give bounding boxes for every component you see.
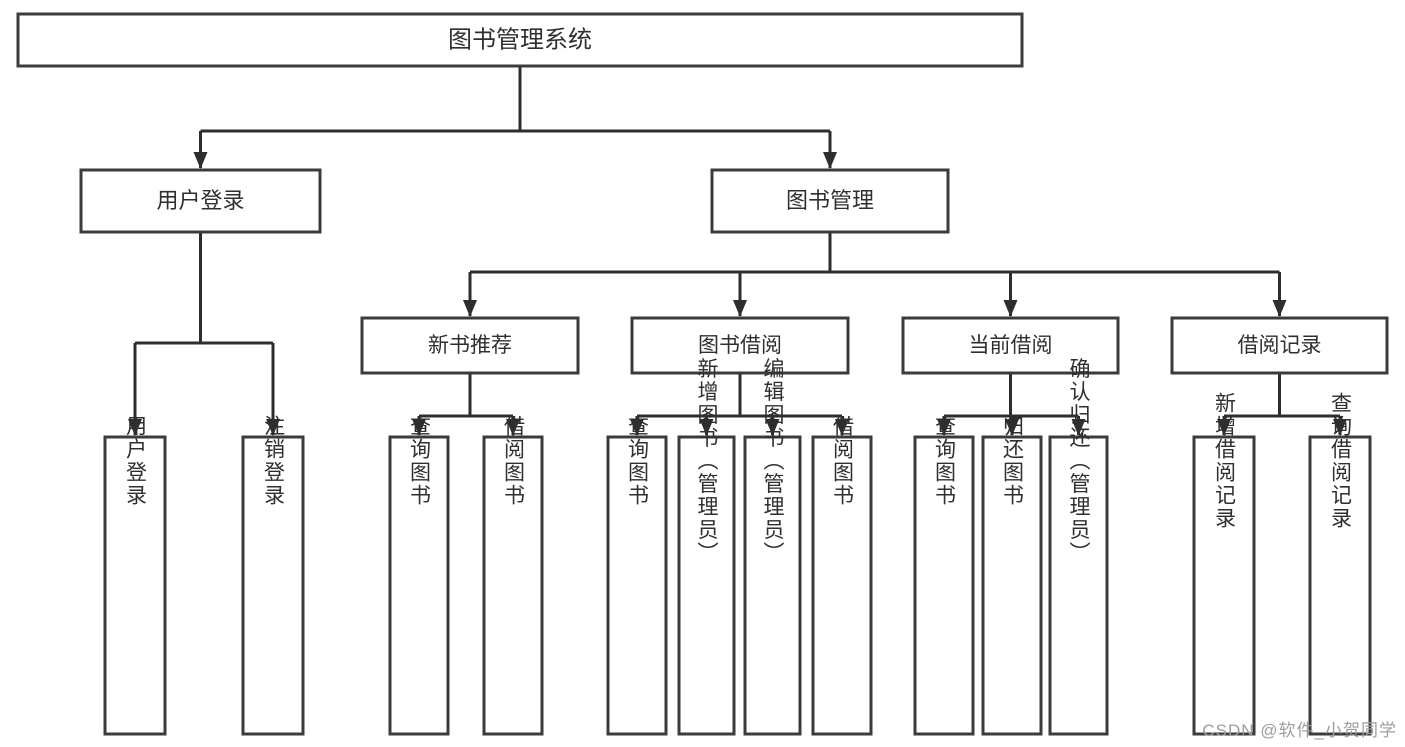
- node-leaf-borrow-book-2[interactable]: 借阅图书: [811, 415, 873, 736]
- node-label: 注销登录: [262, 415, 286, 507]
- node-label: 查询图书: [933, 415, 957, 507]
- node-box: [482, 435, 544, 736]
- node-box: [743, 435, 802, 736]
- node-box: [710, 168, 950, 234]
- node-label: 新书推荐: [428, 334, 512, 357]
- arrow-head-icon: [630, 419, 644, 436]
- arrow-head-icon: [1003, 300, 1018, 317]
- node-root[interactable]: 图书管理系统: [16, 12, 1024, 68]
- node-label: 图书借阅: [698, 334, 782, 357]
- arrow-head-icon: [765, 419, 780, 436]
- node-box: [811, 435, 873, 736]
- node-label: 编辑图书（管理员）: [761, 358, 785, 565]
- node-user-login[interactable]: 用户登录: [79, 168, 322, 234]
- node-book-borrow[interactable]: 图书借阅: [630, 316, 850, 375]
- node-box: [241, 435, 305, 736]
- node-box: [1170, 316, 1389, 375]
- node-box: [103, 435, 167, 736]
- node-leaf-query-book-3[interactable]: 查询图书: [913, 415, 975, 736]
- node-book-manage[interactable]: 图书管理: [710, 168, 950, 234]
- node-box: [677, 435, 736, 736]
- node-box: [913, 435, 975, 736]
- arrow-head-icon: [699, 419, 714, 436]
- node-label: 借阅记录: [1238, 334, 1322, 357]
- node-box: [901, 316, 1120, 375]
- csdn-watermark: CSDN @软件_小贺同学: [1202, 721, 1397, 740]
- node-borrow-record[interactable]: 借阅记录: [1170, 316, 1389, 375]
- arrow-head-icon: [1272, 300, 1287, 317]
- arrow-head-icon: [937, 419, 951, 436]
- arrow-head-icon: [463, 300, 477, 317]
- node-box: [360, 316, 580, 375]
- node-label: 查询图书: [626, 415, 650, 507]
- node-new-book-recommend[interactable]: 新书推荐: [360, 316, 580, 375]
- arrow-head-icon: [1333, 419, 1347, 436]
- node-box: [606, 435, 668, 736]
- node-label: 归还图书: [1001, 415, 1025, 507]
- arrow-head-icon: [412, 419, 426, 436]
- node-box: [388, 435, 450, 736]
- nodes-layer: 图书管理系统用户登录图书管理新书推荐图书借阅当前借阅借阅记录用户登录注销登录查询…: [16, 12, 1389, 736]
- node-label: 图书管理系统: [448, 26, 592, 53]
- arrow-head-icon: [1071, 419, 1086, 436]
- node-label: 确认归还（管理员）: [1067, 358, 1091, 565]
- node-label: 用户登录: [156, 188, 244, 213]
- node-leaf-user-login[interactable]: 用户登录: [103, 415, 167, 736]
- arrow-head-icon: [193, 152, 208, 169]
- arrow-head-icon: [1217, 419, 1231, 436]
- node-current-borrow[interactable]: 当前借阅: [901, 316, 1120, 375]
- node-leaf-edit-book[interactable]: 编辑图书（管理员）: [743, 358, 802, 736]
- node-leaf-return-book[interactable]: 归还图书: [981, 415, 1043, 736]
- node-box: [1308, 435, 1372, 736]
- arrow-head-icon: [835, 419, 849, 436]
- node-leaf-user-logout[interactable]: 注销登录: [241, 415, 305, 736]
- arrow-head-icon: [1005, 419, 1019, 436]
- node-label: 查询图书: [408, 415, 432, 507]
- node-label: 新增图书（管理员）: [695, 358, 719, 565]
- node-leaf-query-book-2[interactable]: 查询图书: [606, 415, 668, 736]
- node-leaf-query-book-1[interactable]: 查询图书: [388, 415, 450, 736]
- node-label: 图书管理: [786, 188, 874, 213]
- node-box: [79, 168, 322, 234]
- node-label: 借阅图书: [831, 415, 855, 507]
- node-box: [1048, 435, 1109, 736]
- node-label: 当前借阅: [969, 334, 1053, 357]
- arrow-head-icon: [733, 300, 747, 317]
- node-label: 借阅图书: [502, 415, 526, 507]
- node-leaf-query-record[interactable]: 查询借阅记录: [1308, 392, 1372, 736]
- node-label: 用户登录: [124, 415, 148, 507]
- arrow-head-icon: [266, 419, 280, 436]
- node-label: 新增借阅记录: [1213, 392, 1237, 530]
- arrow-head-icon: [506, 419, 520, 436]
- arrow-head-icon: [128, 419, 142, 436]
- node-box: [16, 12, 1024, 68]
- node-leaf-add-record[interactable]: 新增借阅记录: [1192, 392, 1256, 736]
- node-leaf-borrow-book-1[interactable]: 借阅图书: [482, 415, 544, 736]
- node-box: [630, 316, 850, 375]
- node-leaf-confirm-return[interactable]: 确认归还（管理员）: [1048, 358, 1109, 736]
- node-label: 查询借阅记录: [1329, 392, 1353, 530]
- edges-layer: [128, 66, 1347, 436]
- node-box: [1192, 435, 1256, 736]
- node-leaf-add-book[interactable]: 新增图书（管理员）: [677, 358, 736, 736]
- node-box: [981, 435, 1043, 736]
- arrow-head-icon: [823, 152, 837, 169]
